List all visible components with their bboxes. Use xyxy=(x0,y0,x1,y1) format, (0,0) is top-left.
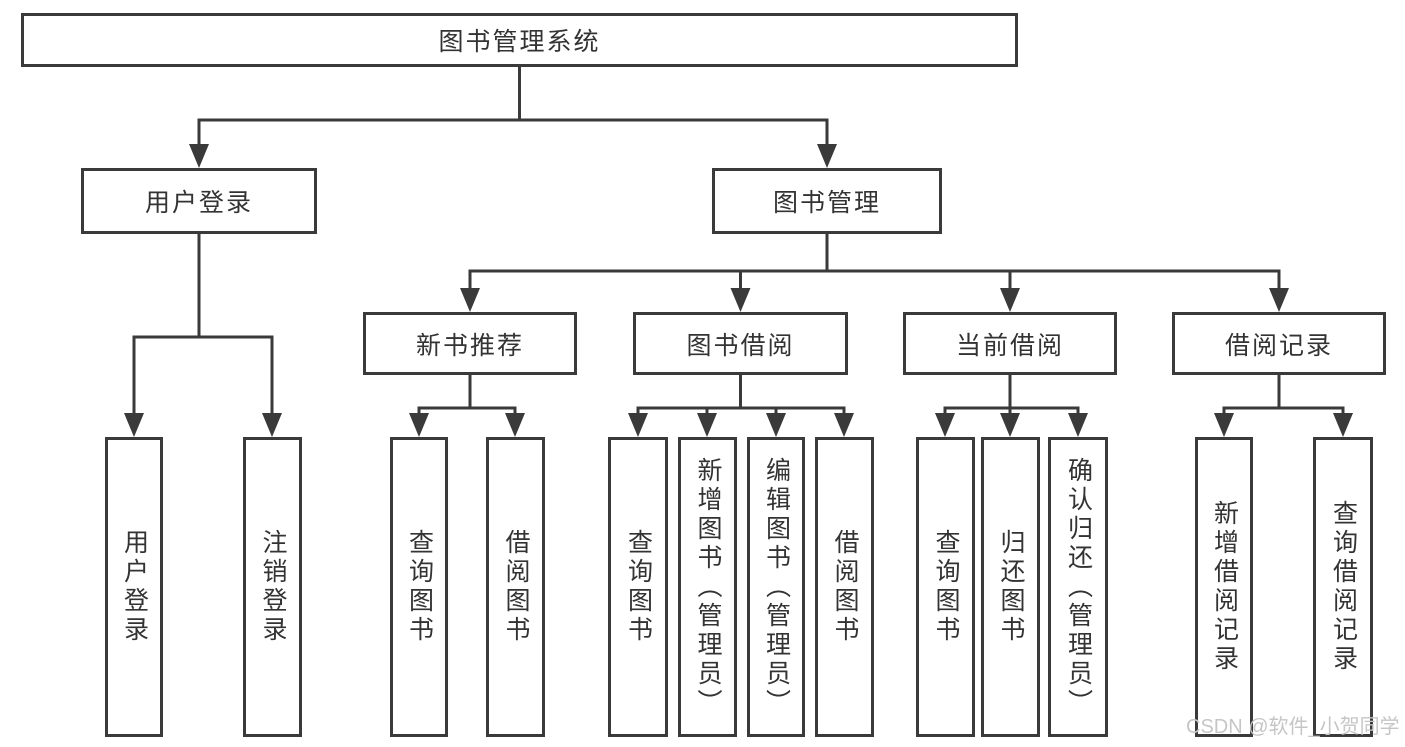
leaf-query-borrow-record: 查询借阅记录 xyxy=(1313,437,1373,737)
node-book-borrow: 图书借阅 xyxy=(633,312,848,375)
connector-current-borrow xyxy=(943,373,1080,417)
csdn-watermark: CSDN @软件_小贺同学 xyxy=(1186,716,1400,738)
leaf-return-book: 归还图书 xyxy=(981,437,1040,737)
leaf-add-book-admin: 新增图书（管理员） xyxy=(678,437,737,737)
node-current-borrow: 当前借阅 xyxy=(903,312,1117,375)
leaf-confirm-return-admin: 确认归还（管理员） xyxy=(1048,437,1108,737)
leaf-query-book-recommend: 查询图书 xyxy=(390,437,448,737)
leaf-borrow-book-recommend: 借阅图书 xyxy=(486,437,545,737)
connector-book-management xyxy=(468,232,1281,292)
arrowheads xyxy=(124,144,1353,437)
leaf-user-login: 用户登录 xyxy=(105,437,163,737)
node-book-management: 图书管理 xyxy=(712,168,942,234)
leaf-add-borrow-record: 新增借阅记录 xyxy=(1195,437,1253,737)
connector-user-login xyxy=(132,232,274,417)
leaf-edit-book-admin: 编辑图书（管理员） xyxy=(747,437,805,737)
node-library-system: 图书管理系统 xyxy=(21,13,1018,67)
leaf-query-book-current: 查询图书 xyxy=(916,437,975,737)
leaf-query-book-borrow: 查询图书 xyxy=(608,437,668,737)
connector-borrow-record xyxy=(1222,373,1345,417)
connector-book-borrow xyxy=(636,373,846,417)
node-borrow-record: 借阅记录 xyxy=(1172,312,1386,375)
connector-root xyxy=(197,65,829,148)
leaf-logout-login: 注销登录 xyxy=(243,437,302,737)
node-new-book-recommend: 新书推荐 xyxy=(363,312,577,375)
leaf-borrow-book: 借阅图书 xyxy=(815,437,874,737)
node-user-login: 用户登录 xyxy=(81,168,317,234)
connector-new-book xyxy=(417,373,517,417)
